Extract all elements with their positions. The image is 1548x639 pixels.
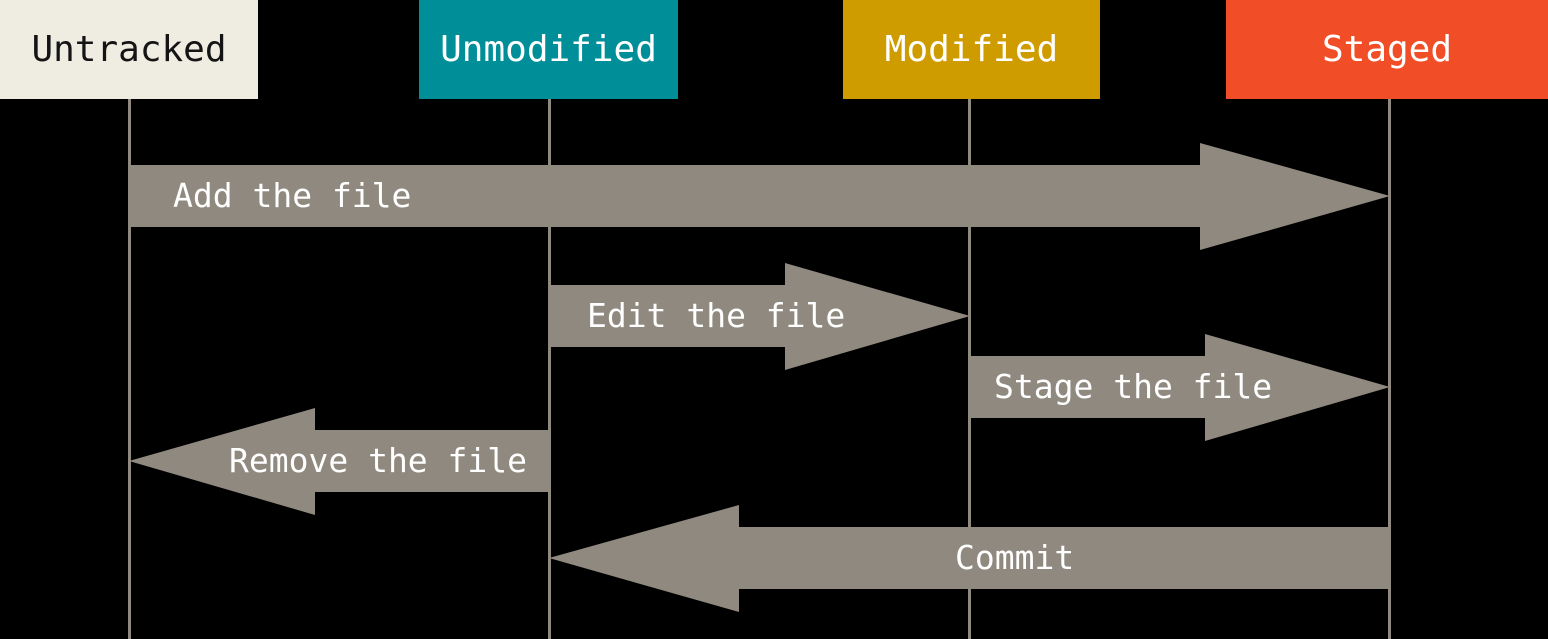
arrow-label: Stage the file (994, 367, 1273, 406)
arrow-label: Add the file (173, 176, 412, 215)
lifeline-untracked (128, 98, 131, 639)
state-label-modified: Modified (884, 29, 1059, 70)
arrow-label: Commit (955, 538, 1075, 577)
arrow-body (549, 285, 785, 347)
arrow-head-left-icon (129, 408, 315, 515)
arrow-body (315, 430, 550, 492)
arrow-body (969, 356, 1205, 418)
arrow-head-right-icon (1200, 143, 1390, 250)
arrow-commit: Commit (549, 505, 1390, 612)
state-box-untracked: Untracked (0, 0, 258, 99)
state-label-untracked: Untracked (31, 29, 227, 70)
lifeline-unmodified (548, 98, 551, 639)
arrow-body (129, 165, 1200, 227)
arrow-body (739, 527, 1390, 589)
arrow-add-the-file: Add the file (129, 143, 1390, 250)
arrow-head-left-icon (549, 505, 739, 612)
arrow-label: Edit the file (587, 296, 846, 335)
state-label-staged: Staged (1321, 29, 1453, 70)
arrow-head-right-icon (785, 263, 970, 370)
arrow-label: Remove the file (229, 441, 528, 480)
arrow-edit-the-file: Edit the file (549, 263, 970, 370)
state-box-unmodified: Unmodified (419, 0, 678, 99)
arrow-head-right-icon (1205, 334, 1390, 441)
state-box-modified: Modified (843, 0, 1100, 99)
arrow-remove-the-file: Remove the file (129, 408, 550, 515)
state-label-unmodified: Unmodified (440, 29, 657, 70)
state-box-staged: Staged (1226, 0, 1548, 99)
arrow-stage-the-file: Stage the file (969, 334, 1390, 441)
